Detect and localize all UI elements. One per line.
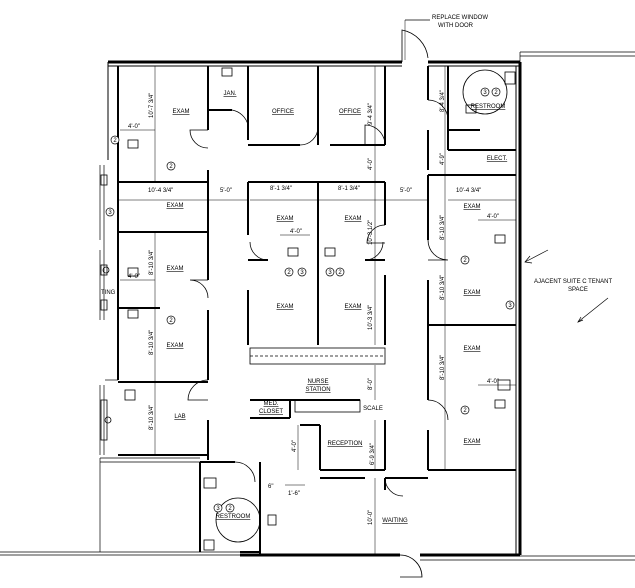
plan-text: 1'-6" [288,491,300,497]
plan-text: 10'-3 3/4" [368,305,374,330]
plan-text: 4'-0" [487,379,499,385]
plan-text: 5'-0" [220,188,232,194]
plan-text: 10'-7 3/4" [149,93,155,118]
note-ting: TING [101,290,116,296]
plan-text: 2 [169,164,173,170]
plan-text: 10'-0" [368,510,374,525]
plan-text: 10'-3 1/2" [368,220,374,245]
room-label-restroom: RESTROOM [216,514,251,520]
plan-text: 2 [494,90,498,96]
plan-text: 4'-0" [290,229,302,235]
plan-text: 8'-10 3/4" [149,405,155,430]
door-swings [187,29,449,578]
plan-text: 2 [228,506,232,512]
note-replace-window: REPLACE WINDOW [432,15,488,21]
room-label-med: MED. [264,401,279,407]
plan-text: 3 [300,270,304,276]
plan-text: 2 [169,318,173,324]
room-label-exam: EXAM [463,290,480,296]
room-label-reception: RECEPTION [327,441,362,447]
plan-text: 10'-4 3/4" [148,188,173,194]
room-label-jan: JAN. [223,91,236,97]
plan-text: 8'-1 3/4" [338,186,360,192]
room-label-exam: EXAM [166,266,183,272]
room-label-exam: EXAM [166,203,183,209]
room-label-exam: EXAM [463,204,480,210]
room-label-waiting: WAITING [382,518,408,524]
plan-text: 5'-0" [400,188,412,194]
keynote-tags [105,87,515,513]
plan-text: 10'-4 3/4" [456,188,481,194]
plan-text: 8'-10 3/4" [149,330,155,355]
plan-text: 8'-0" [368,378,374,390]
plan-text: 4'-0" [487,214,499,220]
plan-text: 2 [463,258,467,264]
sink-icon [203,477,217,489]
notes: REPLACE WINDOW WITH DOOR AJACENT SUITE C… [101,15,612,296]
room-label-exam: EXAM [172,109,189,115]
sink-icon [221,67,233,77]
room-label-nurse: NURSE [307,379,328,385]
room-label-closet: CLOSET [259,409,283,415]
room-label-office: OFFICE [339,109,361,115]
grab-bar-icon [267,514,277,526]
room-label-station: STATION [305,387,330,393]
toilet-turn-circle [215,497,261,543]
outer-building-lines [0,51,635,561]
room-label-exam: EXAM [463,439,480,445]
note-adjacent-suite: AJACENT SUITE C TENANT [534,279,612,285]
plan-text: 8'-4 3/4" [440,90,446,112]
fixtures [100,67,516,551]
plan-text: 3 [108,210,112,216]
room-label-exam: EXAM [463,346,480,352]
plan-text: 4'-0" [128,124,140,130]
toilet-icon [504,71,516,85]
room-label-elect: ELECT. [487,156,508,162]
room-label-scale: SCALE [363,406,383,412]
note-with-door: WITH DOOR [438,23,474,29]
tag-numbers: 2 2 2 3 2 3 3 2 2 3 2 3 2 3 2 [108,90,512,512]
room-label-exam: EXAM [276,304,293,310]
plan-text: 4'-0" [368,158,374,170]
plan-text: 4'-0" [128,274,140,280]
room-label-exam: EXAM [166,343,183,349]
room-label-exam: EXAM [344,304,361,310]
room-label-exam: EXAM [276,216,293,222]
plan-text: 8'-10 3/4" [440,355,446,380]
room-labels: EXAM JAN. OFFICE OFFICE RESTROOM ELECT. … [166,91,507,524]
room-label-office: OFFICE [272,109,294,115]
plan-text: 6" [268,484,273,490]
room-label-exam: EXAM [344,216,361,222]
toilet-turn-circle [462,69,508,115]
note-space: SPACE [568,287,588,293]
plan-text: 8'-10 3/4" [440,275,446,300]
plan-text: 9'-4 3/4" [368,103,374,125]
adjacent-arrows [405,19,609,323]
toilet-icon [203,539,215,551]
room-label-restroom: RESTROOM [471,104,506,110]
plan-text: 3 [328,270,332,276]
plan-text: 3 [508,303,512,309]
plan-text: 2 [113,138,117,144]
plan-text: 2 [338,270,342,276]
plan-text: 8'-1 3/4" [270,186,292,192]
plan-text: 4'-9" [440,153,446,165]
room-label-lab: LAB [174,414,185,420]
nurse-station-counter [249,347,386,413]
plan-text: 4'-0" [292,440,298,452]
dimension-lines [118,20,516,555]
plan-text: 6'-9 3/4" [370,443,376,465]
plan-text: 8'-10 3/4" [149,250,155,275]
sink-icon [465,104,477,114]
plan-text: 2 [287,270,291,276]
plan-text: 8'-10 3/4" [440,215,446,240]
plan-text: 3 [216,506,220,512]
dimension-labels: 10'-7 3/4" 9'-4 3/4" 8'-4 3/4" 4'-0" 4'-… [128,90,499,525]
plan-text: 3 [483,90,487,96]
plan-text: 2 [463,408,467,414]
exterior-walls [107,60,522,557]
